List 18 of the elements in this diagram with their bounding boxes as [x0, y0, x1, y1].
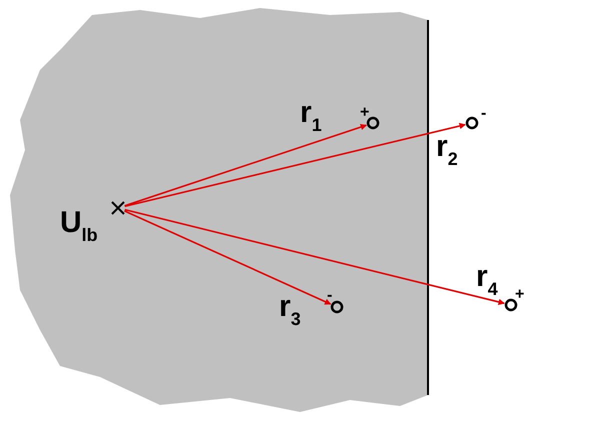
- charge-sign: +: [515, 287, 524, 303]
- charge-circle: [365, 115, 381, 131]
- point-cross: [110, 200, 126, 216]
- charge-sign: -: [327, 288, 332, 304]
- vector-arrow: [124, 208, 505, 306]
- edge-label: r$_{1}$: [300, 98, 322, 134]
- vector-arrow: [124, 124, 367, 207]
- charge-sign: +: [360, 105, 370, 121]
- point-label: U$_{lb}$: [60, 208, 98, 244]
- charge-sign: -: [481, 106, 486, 122]
- edge-label: r$_{4}$: [476, 262, 498, 298]
- edge-label: r$_{3}$: [279, 292, 301, 328]
- charge-circle: [329, 299, 345, 315]
- charge-circle: [464, 115, 480, 131]
- charge-circle: [503, 297, 519, 313]
- edge-label: r$_{2}$: [436, 132, 458, 168]
- vector-arrow: [124, 210, 332, 305]
- vector-arrow: [124, 122, 466, 208]
